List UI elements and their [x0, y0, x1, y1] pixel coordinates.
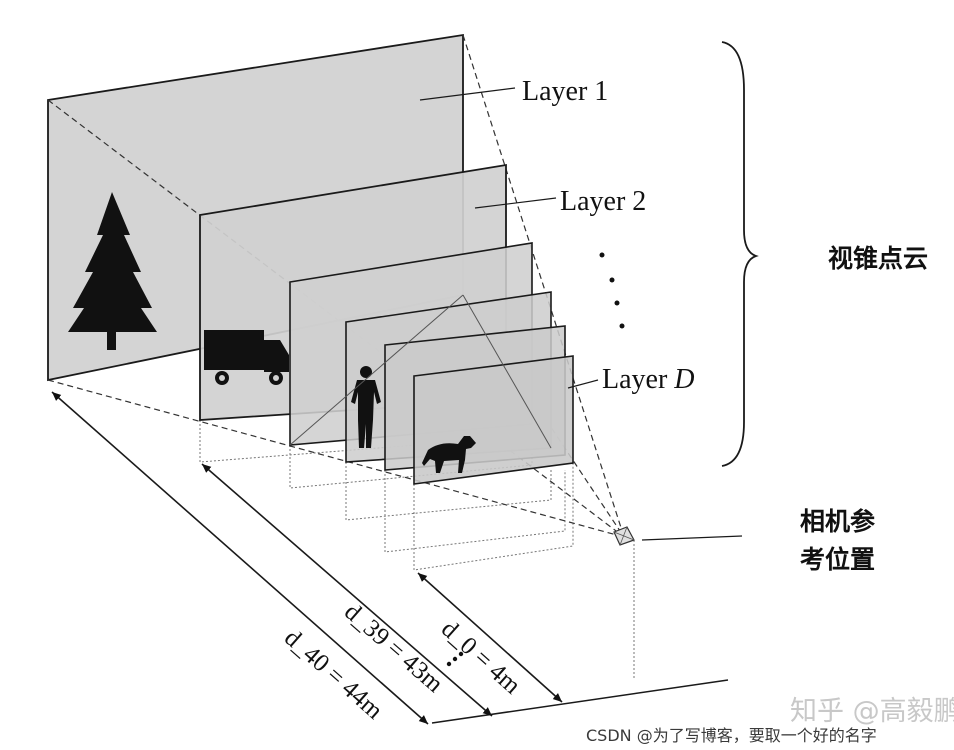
layer-1-label: Layer 1 — [522, 76, 608, 107]
camera-ref-label-line2: 考位置 — [800, 545, 875, 574]
curly-brace — [721, 41, 759, 467]
camera-icon — [613, 526, 635, 546]
label-leaders — [419, 87, 743, 541]
zhihu-watermark: 知乎 @高毅鹏 — [790, 696, 954, 727]
layer-2-label: Layer 2 — [560, 186, 646, 217]
dog-silhouette — [422, 436, 476, 473]
layer-ellipsis — [599, 252, 625, 329]
truck-silhouette — [204, 330, 289, 385]
camera-ref-label-line1: 相机参 — [800, 507, 875, 536]
frustum-point-cloud-label: 视锥点云 — [828, 244, 928, 273]
csdn-watermark: CSDN @为了写博客，要取一个好的名字 — [586, 726, 877, 745]
layer-d-label: Layer D — [602, 364, 695, 395]
distance-ellipsis — [446, 651, 464, 667]
distance-arrows — [51, 391, 563, 725]
tree-silhouette — [68, 192, 157, 350]
arrow-d0 — [417, 572, 563, 703]
